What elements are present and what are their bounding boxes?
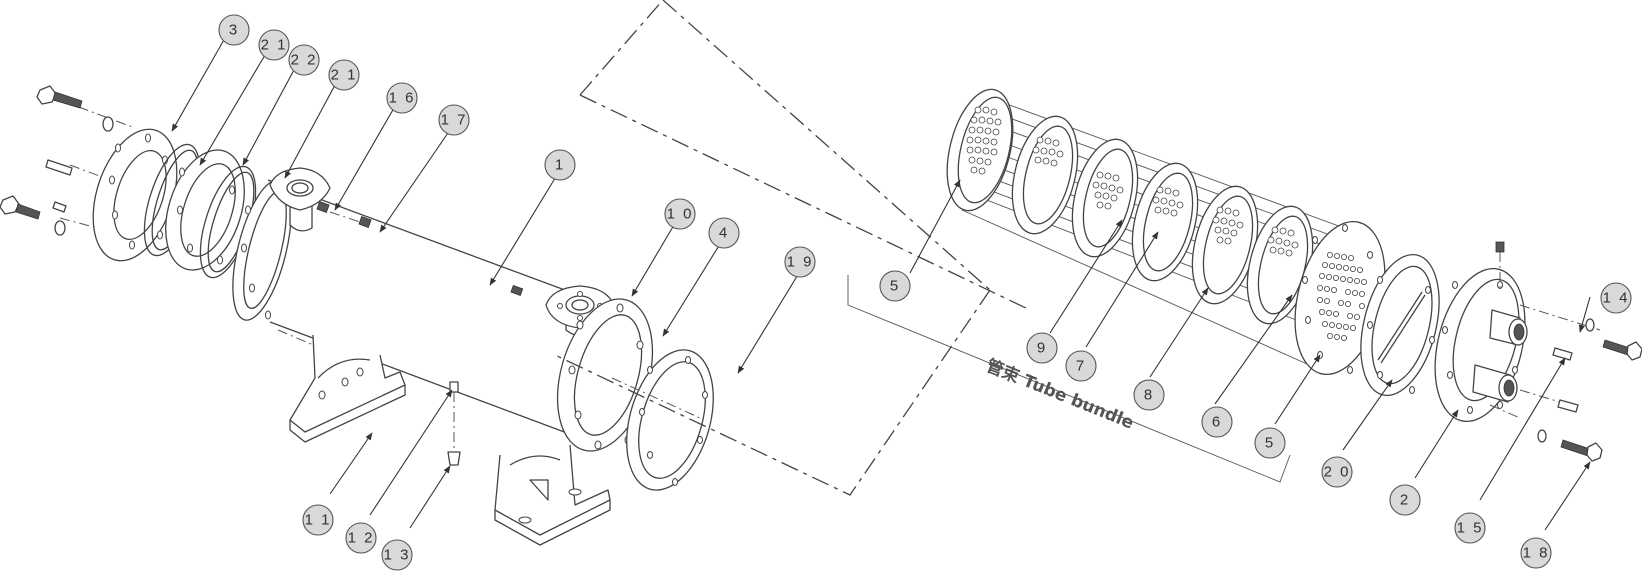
callout-label: 1 5 [1457,520,1484,537]
callout: 1 1 [302,504,334,536]
washer-right-14 [1585,318,1595,332]
callout: 2 1 [328,59,360,91]
washer-upper-left [102,116,114,132]
callout-label: 1 [555,157,565,174]
callout-label: 6 [1212,414,1222,431]
drain-plug-17 [329,211,372,228]
callout: 2 0 [1321,456,1353,488]
washer-right-lower [1537,429,1547,443]
gasket-19 [626,349,714,491]
callout: 3 [218,14,250,46]
vent-plug-right [1495,241,1505,253]
callout-label: 2 [1400,492,1410,509]
shell-plug [510,284,524,296]
tube-bundle-bracket [847,275,1291,483]
tube-sheet-left-5 [946,88,1014,212]
callout: 5 [1254,427,1286,459]
gasket-20 [1360,253,1440,397]
nut-left [52,201,67,213]
callout: 1 0 [664,198,696,230]
nozzle-upper-right [1489,309,1528,346]
callout-label: 7 [1076,358,1086,375]
stud-left [45,159,73,176]
tube-bundle-label: 管束 Tube bundle [983,355,1137,433]
tube-bundle [946,88,1386,380]
callout: 1 [544,149,576,181]
callout-label: 1 6 [389,90,416,107]
right-fasteners [1489,304,1642,462]
callout: 2 [1389,484,1421,516]
callout-label: 5 [890,278,900,295]
callout-label: 1 3 [384,547,411,564]
callout: 1 9 [784,246,816,278]
callout-label: 1 9 [787,254,814,271]
callout-label: 5 [1265,435,1275,452]
callout: 1 2 [345,522,377,554]
callout: 9 [1026,332,1058,364]
stud-right-upper [1552,347,1573,361]
baffle-plate-a [1011,115,1079,235]
callout: 6 [1201,406,1233,438]
callout: 1 3 [381,539,413,571]
callout-label: 1 7 [441,112,468,129]
callout-label: 2 1 [331,67,358,84]
callout: 2 1 [258,29,290,61]
callout-label: 1 0 [667,206,694,223]
support-bracket-left [289,334,406,443]
callout-label: 8 [1144,387,1154,404]
callout-label: 1 4 [1603,290,1630,307]
callout: 2 2 [288,44,320,76]
callout: 1 4 [1600,282,1632,314]
callout-label: 1 8 [1523,545,1550,562]
callout: 1 7 [438,104,470,136]
callout-label: 1 1 [305,512,332,529]
bolt-right-lower [1560,439,1603,462]
callout: 4 [708,217,740,249]
callout-label: 2 2 [291,52,318,69]
callout-label: 9 [1037,340,1047,357]
callout: 8 [1133,379,1165,411]
callout: 1 8 [1520,537,1552,569]
support-bracket-right [494,444,611,546]
baffle-plate-c [1131,162,1199,282]
callout: 1 6 [386,82,418,114]
callout: 1 5 [1454,512,1486,544]
callout-label: 3 [229,22,239,39]
leader-lines [171,37,1591,531]
bolt-right-upper [1602,339,1642,361]
bolt-upper-left [36,85,83,109]
callout: 5 [879,270,911,302]
callout-label: 1 2 [348,530,375,547]
shell-body [232,178,601,448]
callout-label: 2 0 [1324,464,1351,481]
vent-plug-16 [316,201,330,213]
end-cover-right-2 [1434,241,1528,423]
bolt-lower-left [0,195,41,220]
washer-lower-left [54,220,66,236]
shell-flange-4 [556,298,654,452]
callout: 7 [1065,350,1097,382]
left-fasteners [0,85,136,239]
stud-right-lower [1557,399,1579,413]
callout-label: 2 1 [261,37,288,54]
nozzle-lower-right [1472,364,1518,403]
callout-label: 4 [719,225,729,242]
vent-assembly-12-13 [447,381,461,466]
